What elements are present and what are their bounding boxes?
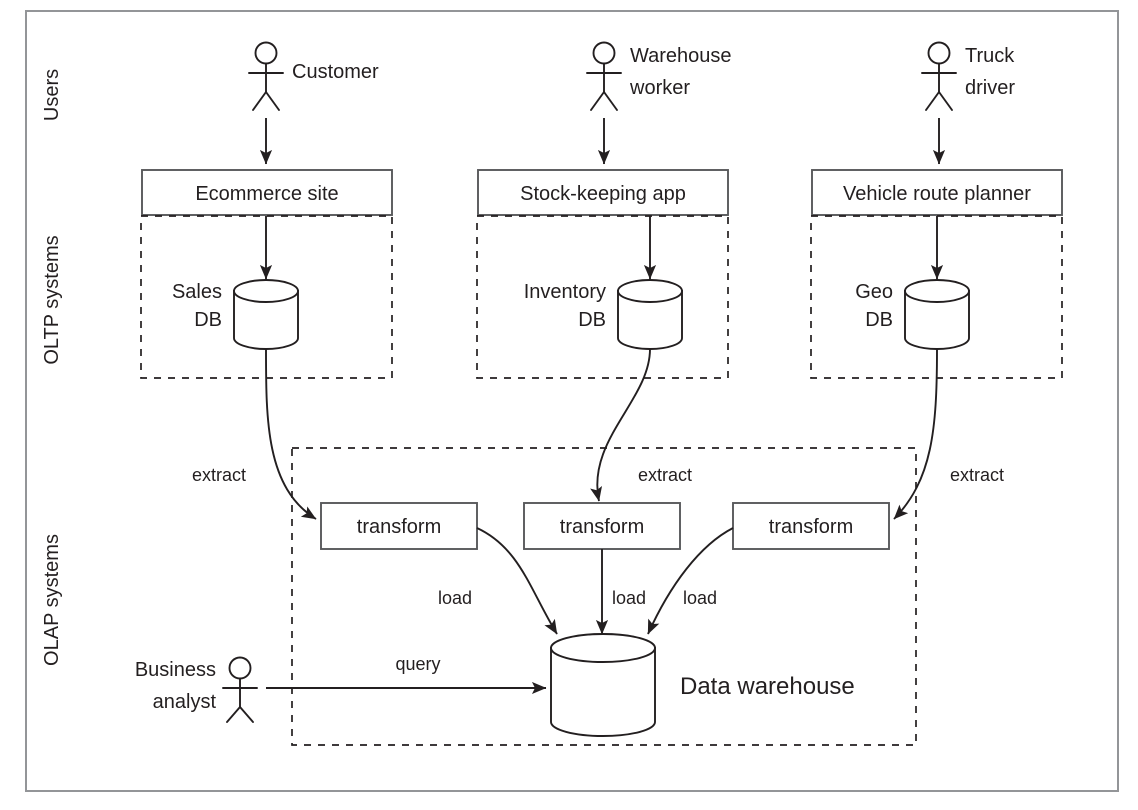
db-inventory[interactable] [617,279,683,350]
actor-business-analyst-label-line1: Business [135,659,216,681]
db-data-warehouse-label: Data warehouse [680,673,855,700]
db-geo-label-line2: DB [865,309,893,331]
edge-extract-sales [265,348,317,520]
group-olap-systems [291,447,917,746]
node-ecommerce-site[interactable] [141,169,393,216]
actor-truck-driver-label-line2: driver [965,77,1015,99]
node-vehicle-route-planner-label: Vehicle route planner [843,183,1031,205]
actor-customer-icon [248,41,284,111]
node-vehicle-route-planner[interactable] [811,169,1063,216]
edge-label-load-1: load [438,588,472,608]
actor-customer: Customer [248,41,379,111]
edge-load-1 [476,527,558,635]
db-sales-label-line1: Sales [172,281,222,303]
node-transform-3-label: transform [769,516,853,538]
node-stock-keeping-app-label: Stock-keeping app [520,183,686,205]
db-inventory-label-line2: DB [578,309,606,331]
actor-business-analyst-icon [222,656,258,723]
edge-load-3 [647,527,734,635]
edge-label-extract-3: extract [950,465,1004,485]
db-sales[interactable] [233,279,299,350]
lane-label-users: Users [41,69,63,121]
actor-business-analyst: Business analyst [135,656,258,723]
edge-extract-geo [893,348,938,520]
actor-customer-label: Customer [292,61,379,83]
edge-label-load-3: load [683,588,717,608]
edge-label-extract-2: extract [638,465,692,485]
actor-warehouse-worker-label-line2: worker [629,77,690,99]
actor-warehouse-worker: Warehouse worker [586,41,732,111]
edge-extract-inventory [590,348,651,502]
db-inventory-label-line1: Inventory [524,281,606,303]
lane-label-oltp: OLTP systems [41,235,63,364]
diagram-frame [25,10,1119,792]
db-sales-label-line2: DB [194,309,222,331]
actor-business-analyst-label-line2: analyst [153,691,217,713]
db-geo-label-line1: Geo [855,281,893,303]
actor-truck-driver: Truck driver [921,41,1015,111]
actor-truck-driver-icon [921,41,957,111]
group-oltp-stock-keeping [476,215,729,379]
edge-label-extract-1: extract [192,465,246,485]
db-geo[interactable] [904,279,970,350]
actor-warehouse-worker-label-line1: Warehouse [630,45,732,67]
node-transform-1-label: transform [357,516,441,538]
edge-label-load-2: load [612,588,646,608]
node-transform-2-label: transform [560,516,644,538]
node-stock-keeping-app[interactable] [477,169,729,216]
actor-truck-driver-label-line1: Truck [965,45,1015,67]
edge-label-query: query [395,654,440,674]
db-data-warehouse[interactable] [550,633,656,737]
lane-label-olap: OLAP systems [41,534,63,666]
node-transform-3[interactable] [732,502,890,550]
node-transform-1[interactable] [320,502,478,550]
node-ecommerce-site-label: Ecommerce site [195,183,338,205]
actor-warehouse-worker-icon [586,41,622,111]
